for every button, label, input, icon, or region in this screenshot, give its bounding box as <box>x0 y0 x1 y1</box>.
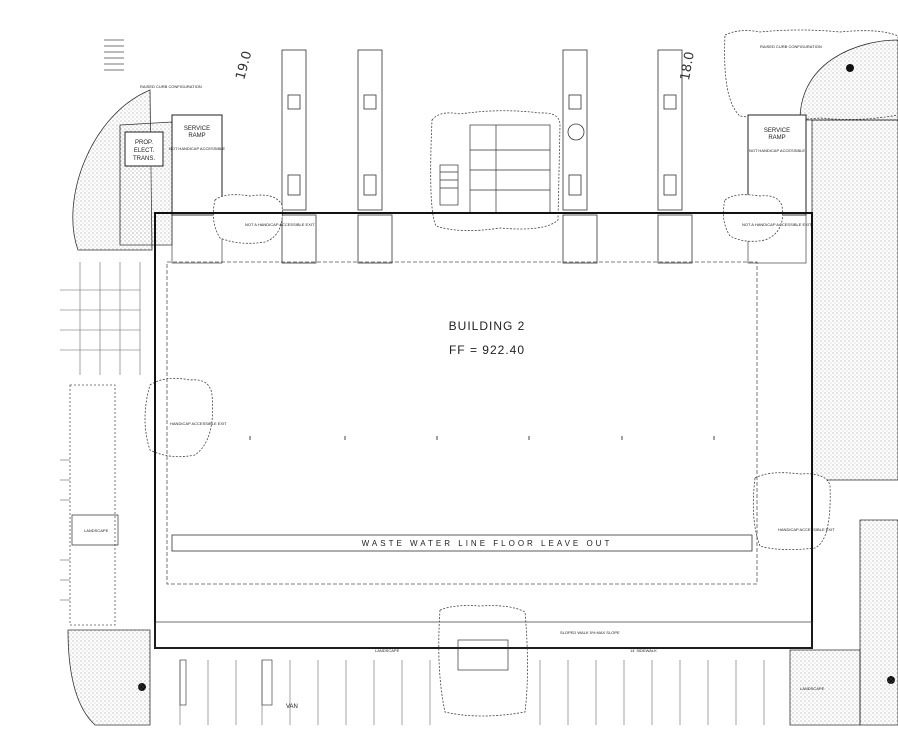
accessible-ramp-cloud <box>430 110 561 231</box>
landscape-island-top-right <box>799 39 898 121</box>
service-ramp-left-label-2: RAMP <box>188 133 205 139</box>
exit-cloud-east <box>752 472 831 550</box>
landscape-label-left: LANDSCAPE <box>84 528 109 533</box>
service-ramp-right-note: NOT HANDICAP ACCESSIBLE <box>749 148 805 153</box>
exit-note-east: HANDICAP ACCESSIBLE EXIT <box>778 527 835 532</box>
left-parking-stripes <box>60 262 141 601</box>
column-markers <box>249 436 715 440</box>
left-island-outline <box>69 384 116 626</box>
exit-note-left: NOT A HANDICAP ACCESSIBLE EXIT <box>245 222 315 227</box>
transformer-label-1: PROP. <box>135 140 153 146</box>
curb-config-note-left: RAISED CURB CONFIGURATION <box>140 84 202 89</box>
waste-water-label: WASTE WATER LINE FLOOR LEAVE OUT <box>362 539 613 548</box>
dimension-label-1: 19.0 <box>233 50 255 82</box>
top-left-parking-stripes <box>104 39 124 71</box>
service-ramp-left <box>171 114 223 216</box>
service-ramp-left-label-1: SERVICE <box>184 126 210 132</box>
exit-note-right: NOT A HANDICAP ACCESSIBLE EXIT <box>742 222 812 227</box>
sidewalk-note: 14' SIDEWALK <box>630 648 657 653</box>
entrance-plaza <box>457 639 509 671</box>
waste-water-strip <box>171 534 753 552</box>
exit-cloud-left <box>212 194 283 244</box>
slab-leave-out-line <box>166 261 758 585</box>
transformer-box <box>124 131 164 167</box>
dock-pads <box>281 49 693 264</box>
sloped-walk-note: SLOPED WALK 5% MAX SLOPE <box>560 630 620 635</box>
exit-cloud-west <box>144 377 213 458</box>
detail-callout-icon <box>567 123 585 141</box>
landscape-island-mid-left <box>71 514 119 546</box>
dimension-label-2: 18.0 <box>678 51 698 82</box>
accessible-aisle-stripe <box>261 659 273 706</box>
entrance-cloud <box>438 605 528 717</box>
landscape-strip-bottom-right <box>859 519 898 726</box>
finished-floor-elevation: FF = 922.40 <box>449 343 525 357</box>
service-ramp-right-label-1: SERVICE <box>764 128 790 134</box>
landscape-island-bottom-right <box>789 649 861 726</box>
light-pole-icon <box>846 64 854 72</box>
south-sidewalk <box>154 621 813 649</box>
accessible-ramp <box>439 124 551 214</box>
landscape-island-bottom-left <box>67 629 151 726</box>
service-ramp-right-label-2: RAMP <box>768 135 785 141</box>
landscape-strip-right <box>811 119 898 481</box>
exit-cloud-right <box>722 194 784 242</box>
building-name: BUILDING 2 <box>449 319 526 333</box>
landscape-label-bottom-right: LANDSCAPE <box>800 686 825 691</box>
van-accessible-label: VAN <box>286 704 298 710</box>
accessible-aisle-stripe <box>179 659 187 706</box>
transformer-label-2: ELECT. <box>134 148 155 154</box>
curb-config-note-right: RAISED CURB CONFIGURATION <box>760 44 822 49</box>
service-ramp-left-note: NOT HANDICAP ACCESSIBLE <box>169 146 225 151</box>
south-parking-stripes <box>179 660 765 725</box>
building-outline <box>154 212 813 649</box>
transformer-label-3: TRANS. <box>133 156 155 162</box>
landscape-label-bottom: LANDSCAPE <box>375 648 400 653</box>
exit-note-west: HANDICAP ACCESSIBLE EXIT <box>170 421 227 426</box>
